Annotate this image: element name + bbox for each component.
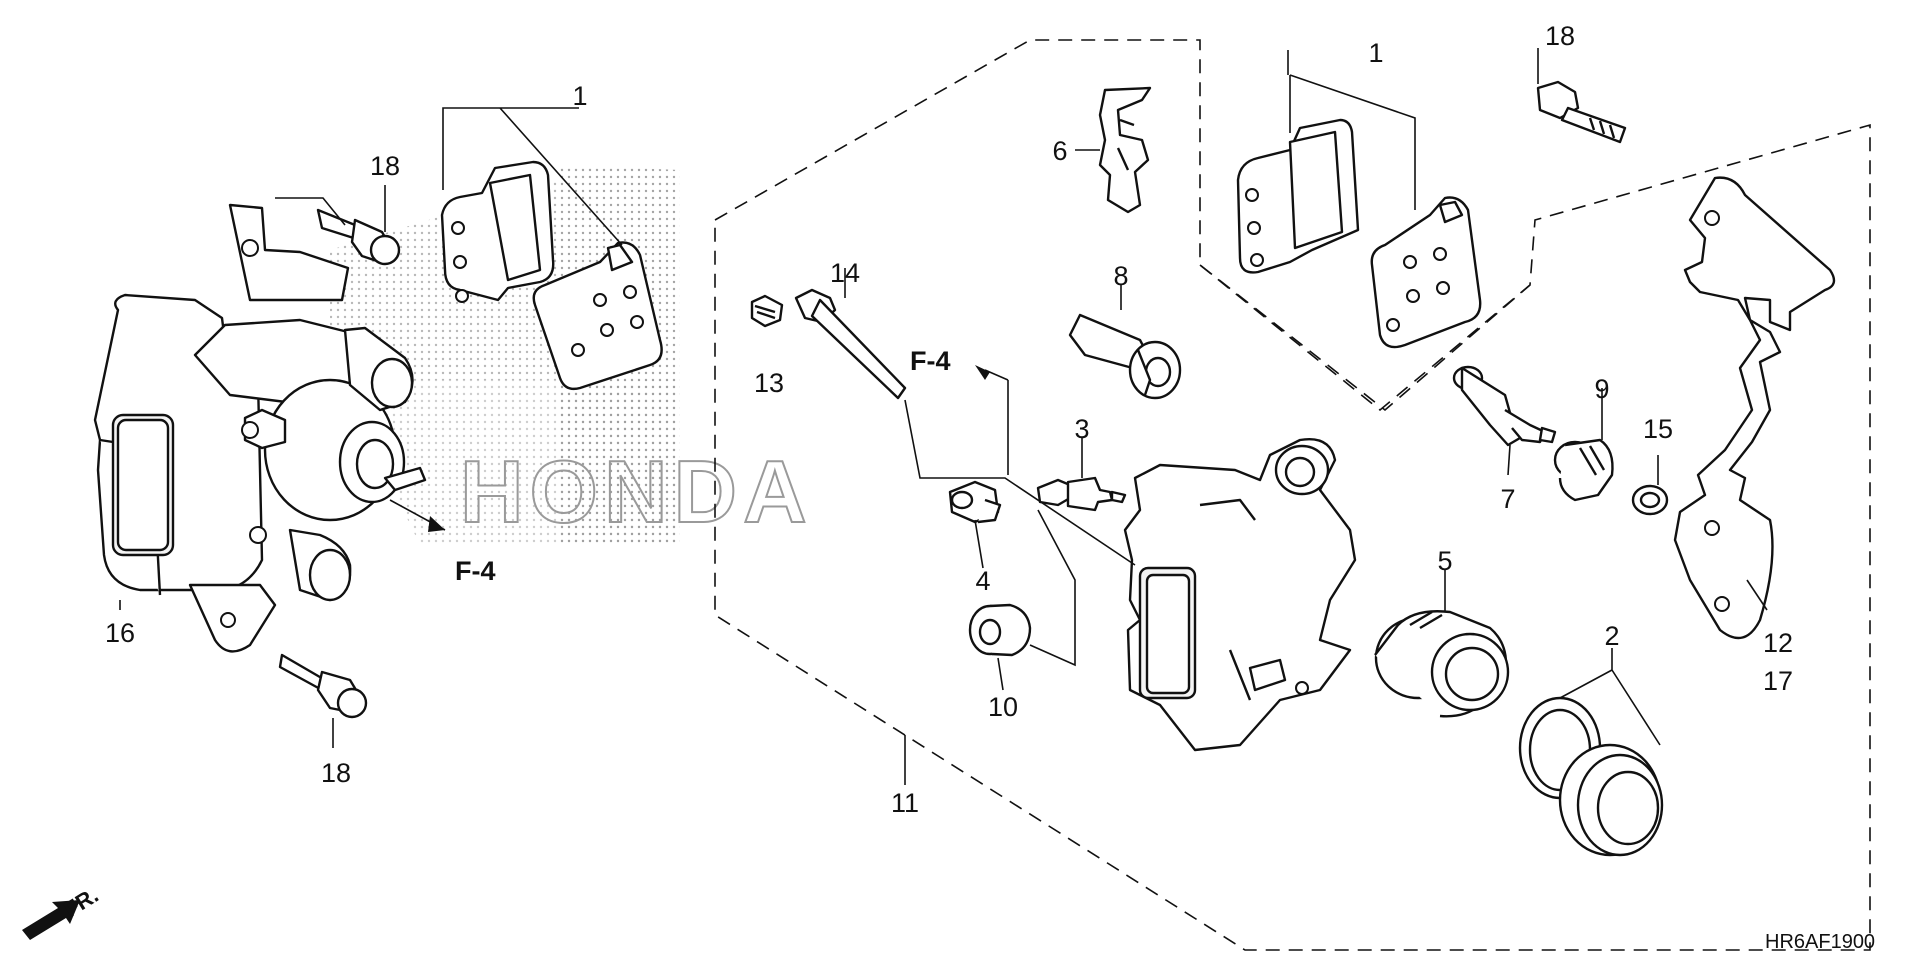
leader-c1a (442, 107, 623, 246)
piston-seal-set[interactable] (1518, 696, 1664, 857)
callout-7: 7 (1500, 484, 1515, 514)
callout-5: 5 (1437, 546, 1452, 576)
callout-12: 12 (1763, 628, 1793, 658)
rear-brake-pad-set[interactable] (440, 160, 663, 391)
callout-4: 4 (975, 566, 990, 596)
pad-retainer-clip[interactable] (1098, 86, 1152, 214)
callout-2: 2 (1604, 621, 1619, 651)
reference-label-left: F-4 (455, 556, 496, 586)
rear-caliper-assembly[interactable] (93, 203, 427, 653)
bolt-upper-right[interactable] (1536, 80, 1627, 144)
callout-15: 15 (1643, 414, 1673, 444)
pin-boot-small[interactable] (968, 603, 1032, 657)
slide-pin[interactable] (1452, 365, 1557, 447)
leader-c2 (1559, 648, 1661, 746)
leader-c7 (1507, 444, 1511, 476)
callout-11: 11 (891, 788, 919, 818)
callout-16: 16 (105, 618, 135, 648)
front-brake-pad-set[interactable] (1236, 118, 1482, 349)
svg-text:HONDA: HONDA (460, 442, 813, 541)
reference-arrow-left (389, 499, 446, 532)
slide-pin-collar[interactable] (1068, 313, 1182, 400)
callout-1-right: 1 (1368, 38, 1383, 68)
callout-3: 3 (1074, 414, 1089, 444)
leader-c1b (1287, 50, 1416, 210)
leader-c12 (1746, 579, 1768, 611)
front-direction-arrow (22, 900, 80, 940)
reference-arrow-center (975, 365, 1009, 475)
bolt-upper-left[interactable] (316, 208, 401, 266)
reference-label-center: F-4 (910, 346, 951, 376)
caliper-assembly-boundary (714, 39, 1871, 951)
bleeder-cap[interactable] (948, 480, 1002, 524)
callout-18-upper-left: 18 (370, 151, 400, 181)
caliper-piston[interactable] (1374, 610, 1510, 718)
pin-plug[interactable] (750, 294, 784, 328)
bolt-lower-left[interactable] (278, 653, 368, 719)
callout-1-left: 1 (572, 81, 587, 111)
leader-center-bracket (904, 399, 1136, 667)
callout-10: 10 (988, 692, 1018, 722)
callout-9: 9 (1594, 374, 1609, 404)
callout-14: 14 (830, 258, 860, 288)
pad-set-boundary (1199, 264, 1531, 412)
slide-pin-boot[interactable] (1553, 438, 1614, 502)
leader-bracket-left (275, 197, 346, 226)
caliper-body[interactable] (1123, 438, 1357, 752)
callout-18-upper-right: 18 (1545, 21, 1575, 51)
leader-c10 (997, 657, 1004, 691)
bleeder-screw[interactable] (1036, 476, 1127, 512)
caliper-support-bracket[interactable] (1673, 176, 1836, 640)
diagram-code: HR6AF1900 (1765, 931, 1875, 953)
leader-c4 (974, 519, 984, 569)
callout-6: 6 (1052, 136, 1067, 166)
washer[interactable] (1631, 484, 1669, 516)
pad-pin[interactable] (794, 288, 907, 400)
callout-17: 17 (1763, 666, 1793, 696)
callout-18-lower-left: 18 (321, 758, 351, 788)
callout-8: 8 (1113, 261, 1128, 291)
callout-13: 13 (754, 368, 784, 398)
